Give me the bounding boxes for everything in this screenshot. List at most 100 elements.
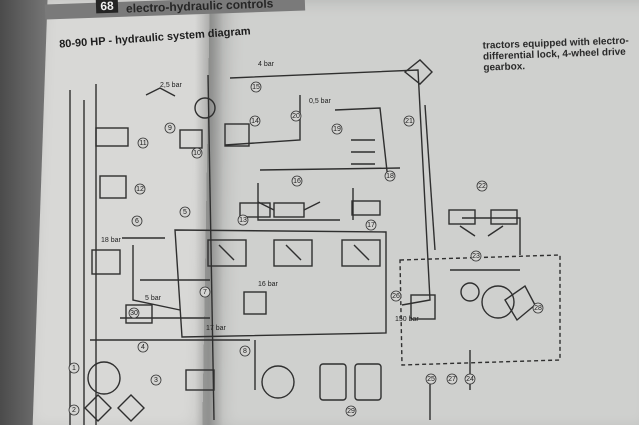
valve-arrow-3 [353, 244, 370, 261]
marker-29: 29 [345, 405, 357, 417]
accumulator-block [224, 123, 250, 147]
component-number-16: 16 [293, 178, 301, 185]
marker-22: 22 [476, 180, 488, 192]
right-pump-circle [481, 285, 515, 319]
component-number-25: 25 [427, 376, 435, 383]
pressure-label-4bar: 4 bar [258, 61, 275, 68]
right-cylinder-right [490, 209, 518, 225]
valve-arrow-1 [218, 244, 235, 261]
pressure-label-5bar: 5 bar [145, 295, 162, 302]
differential-line [334, 107, 389, 181]
marker-7: 7 [199, 286, 211, 298]
marker-4: 4 [137, 341, 149, 353]
component-number-23: 23 [472, 253, 480, 260]
marker-17: 17 [365, 219, 377, 231]
marker-16: 16 [291, 175, 303, 187]
component-number-6: 6 [135, 218, 139, 225]
main-pump-circle [87, 361, 121, 395]
marker-15: 15 [250, 81, 262, 93]
filter-box [95, 127, 129, 147]
right-valve-block [410, 294, 436, 320]
right-control-block-outline [399, 254, 561, 366]
upper-frame-line [229, 69, 431, 306]
component-number-20: 20 [292, 113, 300, 120]
component-number-4: 4 [141, 344, 145, 351]
marker-8: 8 [239, 345, 251, 357]
component-number-19: 19 [333, 126, 341, 133]
pressure-label-0-5bar: 0,5 bar [309, 98, 331, 105]
marker-28: 28 [532, 302, 544, 314]
component-number-11: 11 [139, 140, 146, 147]
marker-2: 2 [68, 404, 80, 416]
marker-26: 26 [390, 290, 402, 302]
marker-24: 24 [464, 373, 476, 385]
marker-25: 25 [425, 373, 437, 385]
marker-27: 27 [446, 373, 458, 385]
solenoid-valve-1 [207, 239, 247, 267]
component-number-24: 24 [466, 376, 474, 383]
marker-18: 18 [384, 170, 396, 182]
right-upper-line [462, 217, 521, 255]
left-branch-line [132, 245, 181, 311]
right-cylinder-left [448, 209, 476, 225]
marker-9: 9 [164, 122, 176, 134]
component-number-15: 15 [252, 84, 260, 91]
pressure-label-17bar: 17 bar [206, 325, 227, 332]
pressure-line [224, 95, 301, 146]
solenoid-valve-2 [273, 239, 313, 267]
pressure-label-18bar: 18 bar [101, 237, 122, 244]
marker-30: 30 [128, 307, 140, 319]
upper-link-lines [257, 201, 321, 211]
component-number-27: 27 [448, 376, 456, 383]
marker-5: 5 [179, 206, 191, 218]
right-sensor-circle [460, 282, 480, 302]
manifold-box [99, 175, 127, 199]
bottom-left-diamond-2 [117, 394, 145, 422]
pressure-labels: 4 bar 2,5 bar 0,5 bar 18 bar 5 bar 16 ba… [101, 61, 419, 332]
component-number-18: 18 [386, 173, 394, 180]
upper-horizontal-line [259, 167, 401, 171]
marker-10: 10 [191, 147, 203, 159]
component-number-9: 9 [168, 125, 172, 132]
component-number-29: 29 [347, 408, 355, 415]
marker-6: 6 [131, 215, 143, 227]
accumulator-circle [194, 97, 216, 119]
component-number-26: 26 [392, 293, 400, 300]
pressure-relief-box [125, 304, 153, 324]
secondary-pump-circle [261, 365, 295, 399]
marker-21: 21 [403, 115, 415, 127]
filter-canister-left [319, 363, 347, 401]
pressure-label-16bar: 16 bar [258, 281, 279, 288]
valve-arrow-2 [285, 244, 302, 261]
bottom-left-diamond-1 [84, 394, 112, 422]
book-gutter-shadow [195, 0, 223, 425]
component-number-8: 8 [243, 348, 247, 355]
control-valve-block-outline [174, 229, 387, 338]
component-number-14: 14 [251, 118, 259, 125]
cylinder-right [273, 202, 305, 218]
component-number-7: 7 [203, 289, 207, 296]
pressure-label-150bar: 150 bar [395, 316, 419, 323]
marker-14: 14 [249, 115, 261, 127]
component-number-3: 3 [154, 377, 158, 384]
cylinder-left [239, 202, 271, 218]
priority-valve [91, 249, 121, 275]
component-number-30: 30 [130, 310, 138, 317]
component-number-12: 12 [136, 186, 144, 193]
top-left-symbol [145, 87, 176, 97]
component-number-5: 5 [183, 209, 187, 216]
component-number-17: 17 [367, 222, 375, 229]
component-number-markers: 1 2 3 4 5 6 7 8 9 10 11 12 13 14 15 16 1… [68, 81, 544, 417]
marker-23: 23 [470, 250, 482, 262]
pressure-label-2-5bar: 2,5 bar [160, 82, 182, 89]
right-vertical-line [424, 104, 436, 251]
marker-20: 20 [290, 110, 302, 122]
valve-coil-box [179, 129, 203, 149]
marker-12: 12 [134, 183, 146, 195]
component-number-1: 1 [72, 365, 76, 372]
marker-13: 13 [237, 214, 249, 226]
marker-3: 3 [150, 374, 162, 386]
component-number-10: 10 [193, 150, 201, 157]
pressure-switch-block [243, 291, 267, 315]
